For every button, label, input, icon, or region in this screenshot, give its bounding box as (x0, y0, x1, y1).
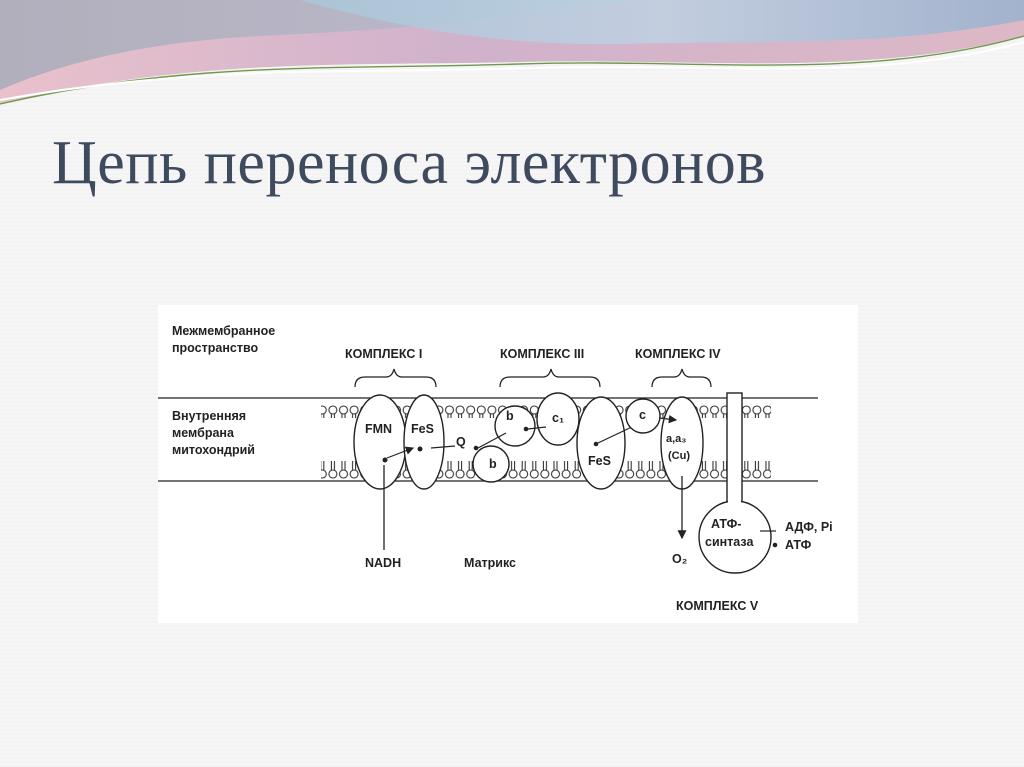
label-b-top: b (506, 409, 514, 423)
atp-synthase-joint (728, 499, 741, 505)
label-complex-3: КОМПЛЕКС III (500, 347, 584, 361)
brace-complex-3 (499, 368, 601, 388)
label-complex-5: КОМПЛЕКС V (676, 599, 759, 613)
label-a-a3: a,a₃ (666, 433, 686, 445)
label-b-bottom: b (489, 457, 497, 471)
label-q: Q (456, 435, 466, 449)
slide-title: Цепь переноса электронов (52, 129, 767, 197)
complex4-c (625, 398, 661, 434)
fmn-dot (382, 457, 388, 463)
label-membrane-1: Внутренняя (172, 409, 246, 423)
complex3-fes (576, 396, 626, 490)
label-membrane-3: митохондрий (172, 443, 255, 457)
fes3-dot (593, 441, 599, 447)
label-atp-synthase-1: АТФ- (711, 517, 741, 531)
diagram-canvas: Межмембранное пространство Внутренняя ме… (158, 324, 833, 613)
arrow-b-to-c1 (527, 426, 547, 430)
label-atp: АТФ (785, 538, 812, 552)
complex1-fmn-subunit (353, 394, 407, 490)
label-nadh: NADH (365, 556, 401, 570)
label-o2: O₂ (672, 552, 687, 566)
label-cu: (Cu) (668, 450, 690, 462)
decorative-wave-header (0, 0, 1024, 105)
complex1-fes-subunit (403, 394, 445, 490)
label-intermembrane-1: Межмембранное (172, 324, 275, 338)
label-c: c (639, 408, 646, 422)
atp-synthase-stalk (726, 392, 743, 514)
label-membrane-2: мембрана (172, 426, 235, 440)
arrow-fes-to-q (430, 445, 456, 449)
label-complex-1: КОМПЛЕКС I (345, 347, 422, 361)
label-adp-pi: АДФ, Pi (785, 520, 833, 534)
arrow-q-to-b (477, 432, 507, 449)
atp-dot (772, 542, 778, 548)
brace-complex-4 (651, 368, 712, 388)
q-dot (473, 445, 479, 451)
complex3-b-bottom (472, 445, 510, 483)
electron-transport-diagram: Межмембранное пространство Внутренняя ме… (158, 305, 858, 623)
arrow-fes-to-c (597, 424, 637, 444)
arrow-c-to-aa3 (658, 414, 678, 424)
label-c1: c₁ (552, 411, 564, 425)
label-intermembrane-2: пространство (172, 341, 258, 355)
complex3-b-top (494, 405, 536, 447)
fes1-dot (417, 446, 423, 452)
label-complex-4: КОМПЛЕКС IV (635, 347, 721, 361)
complex3-c1 (536, 392, 580, 446)
label-matrix: Матрикс (464, 556, 516, 570)
label-fes-1: FeS (411, 422, 434, 436)
label-fes-3: FeS (588, 454, 611, 468)
label-fmn: FMN (365, 422, 392, 436)
brace-complex-1 (354, 368, 437, 388)
b-dot (523, 426, 529, 432)
arrow-fmn-to-fes (386, 446, 415, 459)
label-atp-synthase-2: синтаза (705, 535, 754, 549)
